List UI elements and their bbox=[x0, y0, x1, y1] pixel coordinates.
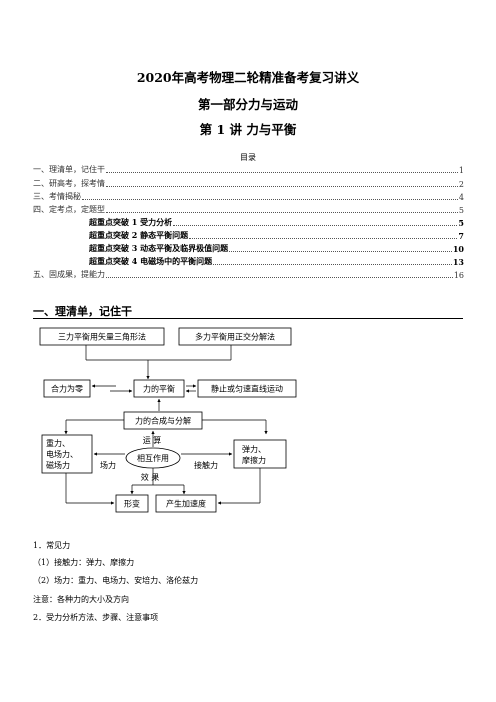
toc-entry-5[interactable]: 五、固成果，提能力 16 bbox=[33, 269, 464, 280]
force-concept-diagram: 三力平衡用矢量三角形法 多力平衡用正交分解法 合力为零 力的平衡 静止或匀速直线… bbox=[39, 327, 297, 513]
toc-leader-dots bbox=[82, 199, 458, 200]
lecture-title: 第 1 讲 力与平衡 bbox=[199, 122, 297, 137]
toc-entry-page: 5 bbox=[458, 206, 464, 215]
triangle-method-box bbox=[39, 327, 165, 346]
effect-label: 效 果 bbox=[141, 472, 160, 482]
toc-entry-label: 超重点突破 1 受力分析 bbox=[89, 217, 173, 227]
toc-leader-dots bbox=[106, 212, 458, 213]
toc-entry-label: 二、研高考，探考情 bbox=[33, 179, 105, 188]
toc-subentry-3[interactable]: 超重点突破 3 动态平衡及临界极值问题 10 bbox=[89, 243, 464, 254]
contact-force-label: 接触力 bbox=[194, 460, 218, 470]
toc-entry-label: 超重点突破 2 静态平衡问题 bbox=[89, 230, 189, 240]
field-forces-box bbox=[41, 434, 93, 474]
section-divider bbox=[33, 318, 463, 319]
field-forces-line-2: 电场力、 bbox=[46, 449, 78, 459]
resultant-zero-box bbox=[43, 379, 91, 398]
field-forces-line-3: 磁场力 bbox=[46, 460, 70, 470]
toc-entry-label: 一、理清单，记住干 bbox=[33, 165, 105, 174]
toc-entry-label: 超重点突破 4 电磁场中的平衡问题 bbox=[89, 256, 213, 266]
toc-entry-page: 16 bbox=[453, 271, 464, 280]
toc-heading: 目录 bbox=[240, 153, 256, 162]
contact-forces-line-2: 摩擦力 bbox=[242, 455, 266, 465]
toc-leader-dots bbox=[106, 186, 458, 187]
toc-entry-3[interactable]: 三、考情揭秘 4 bbox=[33, 191, 464, 202]
toc-leader-dots bbox=[189, 238, 458, 239]
toc-entry-label: 超重点突破 3 动态平衡及临界极值问题 bbox=[89, 243, 229, 253]
composition-label: 力的合成与分解 bbox=[135, 416, 191, 426]
paragraph-contact-forces: （1）接触力：弹力、摩擦力 bbox=[33, 558, 135, 567]
toc-subentry-1[interactable]: 超重点突破 1 受力分析 5 bbox=[89, 217, 464, 228]
field-force-label: 场力 bbox=[100, 460, 116, 470]
part-title: 第一部分力与运动 bbox=[197, 97, 298, 112]
compute-label: 运 算 bbox=[143, 435, 162, 445]
toc-entry-label: 四、定考点，定题型 bbox=[33, 205, 105, 214]
acceleration-label: 产生加速度 bbox=[166, 499, 206, 509]
toc-leader-dots bbox=[173, 225, 458, 226]
deformation-box bbox=[115, 494, 149, 513]
resultant-zero-label: 合力为零 bbox=[51, 384, 83, 394]
orthogonal-method-box bbox=[178, 327, 292, 346]
toc-entry-page: 2 bbox=[458, 180, 464, 189]
toc-entry-page: 1 bbox=[458, 166, 464, 175]
equilibrium-label: 力的平衡 bbox=[143, 384, 175, 394]
triangle-method-label: 三力平衡用矢量三角形法 bbox=[58, 332, 146, 342]
toc-subentry-2[interactable]: 超重点突破 2 静态平衡问题 7 bbox=[89, 230, 464, 241]
toc-entry-page: 13 bbox=[452, 257, 464, 267]
paragraph-common-forces: 1．常见力 bbox=[33, 541, 71, 550]
toc-entry-4[interactable]: 四、定考点，定题型 5 bbox=[33, 204, 464, 215]
section-heading: 一、理清单，记住干 bbox=[33, 305, 132, 318]
toc-entry-page: 10 bbox=[452, 244, 464, 254]
interaction-label: 相互作用 bbox=[137, 453, 169, 463]
toc-leader-dots bbox=[106, 277, 453, 278]
paragraph-note: 注意：各种力的大小及方向 bbox=[33, 595, 129, 604]
static-motion-label: 静止或匀速直线运动 bbox=[211, 384, 283, 394]
toc-entry-label: 三、考情揭秘 bbox=[33, 192, 81, 201]
composition-box bbox=[123, 411, 203, 430]
document-title: 2020年高考物理二轮精准备考复习讲义 bbox=[136, 70, 360, 85]
toc-leader-dots bbox=[229, 251, 452, 252]
toc-entry-page: 7 bbox=[458, 231, 464, 241]
toc-entry-2[interactable]: 二、研高考，探考情 2 bbox=[33, 178, 464, 189]
toc-leader-dots bbox=[106, 172, 458, 173]
orthogonal-method-label: 多力平衡用正交分解法 bbox=[195, 332, 275, 342]
toc-entry-1[interactable]: 一、理清单，记住干 1 bbox=[33, 164, 464, 175]
field-forces-line-1: 重力、 bbox=[46, 438, 70, 448]
toc-subentry-4[interactable]: 超重点突破 4 电磁场中的平衡问题 13 bbox=[89, 256, 464, 267]
toc-entry-label: 五、固成果，提能力 bbox=[33, 270, 105, 279]
toc-entry-page: 4 bbox=[458, 193, 464, 202]
paragraph-force-analysis: 2．受力分析方法、步骤、注意事项 bbox=[33, 613, 159, 622]
toc-leader-dots bbox=[213, 264, 452, 265]
paragraph-field-forces: （2）场力：重力、电场力、安培力、洛伦兹力 bbox=[33, 576, 199, 585]
static-motion-box bbox=[197, 379, 297, 398]
contact-forces-line-1: 弹力、 bbox=[242, 444, 266, 454]
acceleration-box bbox=[155, 494, 217, 513]
deformation-label: 形变 bbox=[124, 499, 140, 509]
equilibrium-box bbox=[133, 379, 185, 398]
toc-entry-page: 5 bbox=[458, 218, 464, 228]
